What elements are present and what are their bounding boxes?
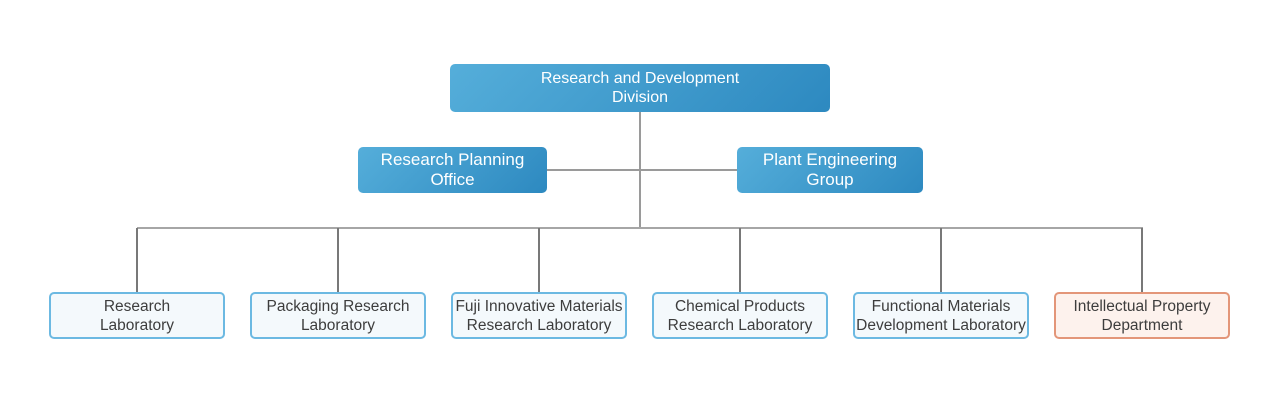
node-label-line: Packaging Research	[266, 297, 410, 315]
node-plant-engineering-group: Plant Engineering Group	[737, 147, 923, 193]
node-label-line: Research and Development	[540, 70, 740, 87]
node-label: Plant Engineering Group	[762, 150, 898, 189]
node-label-line: Development Laboratory	[856, 316, 1026, 334]
node-chemical-products-research-laboratory: Chemical Products Research Laboratory	[652, 292, 828, 339]
node-label-line: Intellectual Property	[1073, 297, 1211, 315]
node-label-line: Laboratory	[300, 316, 376, 334]
node-research-laboratory: Research Laboratory	[49, 292, 225, 339]
connector-bus-horizontal	[137, 227, 1143, 229]
node-label-line: Research Laboratory	[466, 316, 612, 334]
connector-drop-fuji-innovative-materials-research-laboratory	[538, 228, 540, 292]
connector-drop-chemical-products-research-laboratory	[739, 228, 741, 292]
node-label-line: Chemical Products	[674, 297, 806, 315]
node-research-planning-office: Research Planning Office	[358, 147, 547, 193]
node-label-line: Laboratory	[99, 316, 175, 334]
connector-drop-packaging-research-laboratory	[337, 228, 339, 292]
node-label: Research Planning Office	[380, 150, 525, 189]
node-functional-materials-development-laboratory: Functional Materials Development Laborat…	[853, 292, 1029, 339]
node-research-and-development-division: Research and Development Division	[450, 64, 830, 112]
connector-drop-intellectual-property-department	[1141, 228, 1143, 292]
node-fuji-innovative-materials-research-laboratory: Fuji Innovative Materials Research Labor…	[451, 292, 627, 339]
node-intellectual-property-department: Intellectual Property Department	[1054, 292, 1230, 339]
node-label-line: Research Laboratory	[667, 316, 813, 334]
connector-mid-horizontal	[547, 169, 737, 171]
connector-drop-functional-materials-development-laboratory	[940, 228, 942, 292]
node-label-line: Functional Materials	[871, 297, 1011, 315]
node-label-line: Department	[1101, 316, 1183, 334]
connector-drop-research-laboratory	[136, 228, 138, 292]
node-label-line: Division	[611, 89, 668, 106]
node-packaging-research-laboratory: Packaging Research Laboratory	[250, 292, 426, 339]
node-label-line: Fuji Innovative Materials	[455, 297, 623, 315]
node-label-line: Research	[103, 297, 171, 315]
